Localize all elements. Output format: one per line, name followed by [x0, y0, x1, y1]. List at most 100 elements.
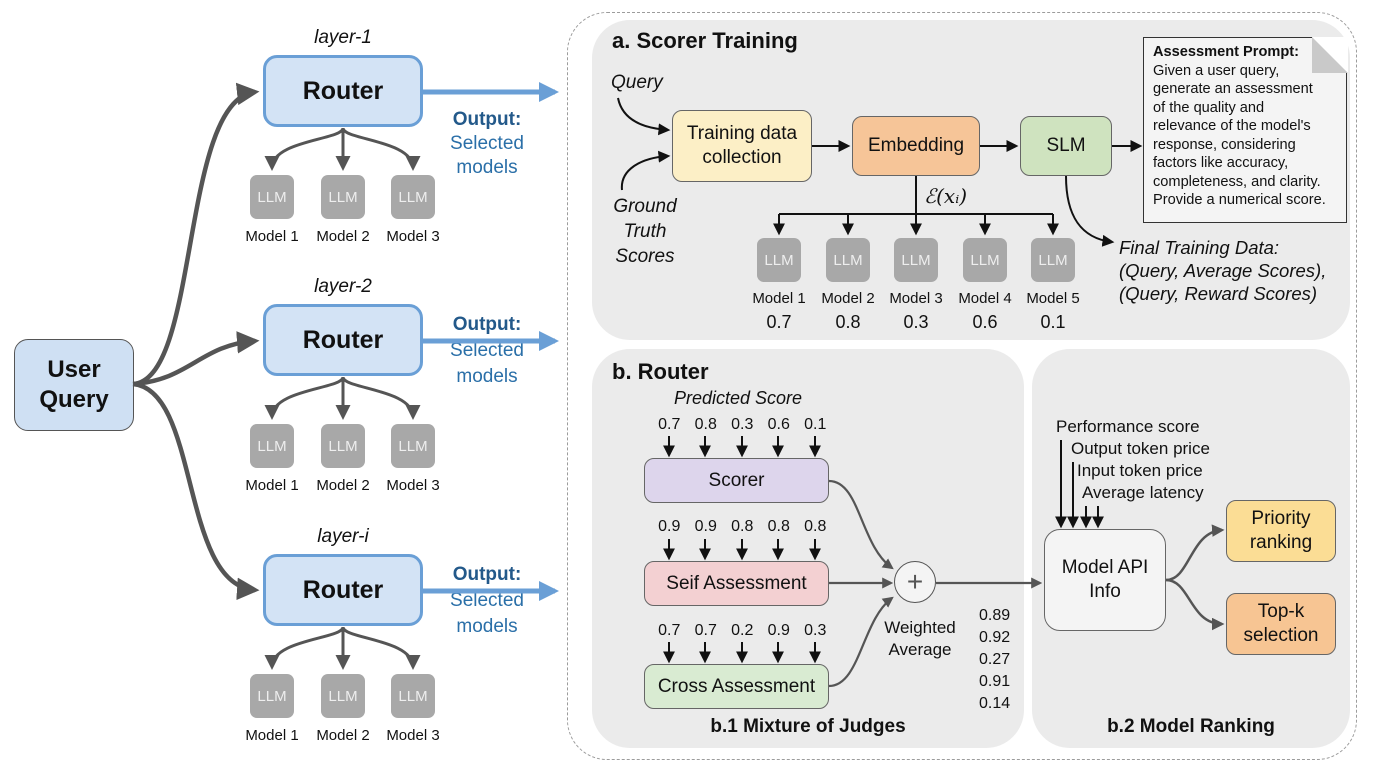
model-ranking-title: b.2 Model Ranking — [1107, 716, 1275, 737]
weighted-value: 0.14 — [979, 695, 1011, 712]
scorer-judge-box: Scorer — [644, 458, 829, 503]
weighted-average-label: Weighted Average — [876, 617, 964, 661]
router-section-title: b. Router — [612, 359, 709, 384]
score-value: 0.8 — [767, 518, 790, 535]
model-label: Model 1 — [245, 477, 299, 494]
weighted-line: Average — [888, 640, 952, 659]
weighted-value: 0.92 — [979, 629, 1011, 646]
router-box-layer-2: Router — [263, 304, 423, 376]
llm-chip: LLM — [250, 175, 294, 219]
topk-line: Top-k — [1257, 601, 1305, 622]
model-label: Model 2 — [316, 727, 370, 744]
output-line2: models — [456, 616, 518, 637]
llm-chip: LLM — [391, 175, 435, 219]
api-box-line: Model API — [1061, 557, 1149, 578]
user-query-line2: Query — [39, 386, 109, 413]
model-label: Model 2 — [316, 228, 370, 245]
layer-label-1: layer-1 — [314, 27, 372, 48]
router-box-layer-i: Router — [263, 554, 423, 626]
page-fold-icon — [1311, 36, 1348, 73]
output-line1: Selected — [450, 590, 524, 611]
score-value: 0.8 — [731, 518, 754, 535]
llm-chip: LLM — [321, 424, 365, 468]
weighted-value: 0.89 — [979, 607, 1011, 624]
model-score: 0.7 — [766, 312, 792, 332]
weighted-value: 0.91 — [979, 673, 1011, 690]
llm-chip: LLM — [391, 424, 435, 468]
model-api-info-box: Model API Info — [1044, 529, 1166, 631]
model-label: Model 1 — [245, 228, 299, 245]
priority-line: Priority — [1251, 508, 1311, 529]
scorer-scores: 0.7 0.8 0.3 0.6 0.1 — [651, 416, 834, 434]
final-training-line: Final Training Data: — [1119, 237, 1280, 258]
scorer-training-title: a. Scorer Training — [612, 28, 798, 53]
user-query-line1: User — [47, 356, 101, 383]
final-training-line: (Query, Average Scores), — [1119, 260, 1327, 281]
output-label-layer-i: Output: Selected models — [432, 562, 542, 640]
model-label: Model 3 — [889, 290, 943, 307]
prompt-line: Provide a numerical score. — [1153, 192, 1326, 208]
score-value: 0.7 — [658, 416, 681, 433]
output-title: Output: — [452, 564, 522, 585]
training-box-line: Training data — [686, 123, 798, 144]
ranking-input-performance: Performance score — [1056, 417, 1200, 436]
score-value: 0.9 — [694, 518, 717, 535]
cross-assessment-judge-box: Cross Assessment — [644, 664, 829, 709]
output-label-layer-1: Output: Selected models — [432, 108, 542, 180]
output-title: Output: — [452, 314, 522, 335]
training-data-collection-box: Training data collection — [672, 110, 812, 182]
prompt-line: factors like accuracy, — [1153, 155, 1289, 171]
model-score: 0.6 — [972, 312, 998, 332]
weighted-values: 0.89 0.92 0.27 0.91 0.14 — [979, 605, 1010, 715]
cross-assessment-scores: 0.7 0.7 0.2 0.9 0.3 — [651, 622, 834, 640]
model-label: Model 5 — [1026, 290, 1080, 307]
llm-chip: LLM — [757, 238, 801, 282]
score-value: 0.3 — [731, 416, 754, 433]
llm-chip: LLM — [250, 424, 294, 468]
model-label: Model 1 — [752, 290, 806, 307]
score-value: 0.3 — [804, 622, 827, 639]
arrow-to-router-2 — [132, 331, 260, 387]
llm-chip: LLM — [321, 175, 365, 219]
self-assessment-scores: 0.9 0.9 0.8 0.8 0.8 — [651, 518, 834, 536]
ranking-input-input-price: Input token price — [1077, 461, 1203, 480]
embedding-box: Embedding — [852, 116, 980, 176]
prompt-line: of the quality and — [1153, 99, 1265, 116]
weighted-value: 0.27 — [979, 651, 1011, 668]
prompt-line: generate an assessment — [1153, 81, 1313, 97]
model-label: Model 2 — [821, 290, 875, 307]
output-line2: models — [456, 157, 518, 178]
llm-chip: LLM — [826, 238, 870, 282]
mixture-of-judges-title: b.1 Mixture of Judges — [710, 716, 906, 737]
api-box-line: Info — [1089, 581, 1121, 602]
self-assessment-judge-box: Seif Assessment — [644, 561, 829, 606]
score-value: 0.8 — [804, 518, 827, 535]
llm-chip: LLM — [391, 674, 435, 718]
score-value: 0.7 — [694, 622, 717, 639]
sum-plus-icon: + — [894, 561, 936, 603]
ranking-input-latency: Average latency — [1082, 483, 1204, 502]
model-label: Model 2 — [316, 477, 370, 494]
ranking-input-output-price: Output token price — [1071, 439, 1210, 458]
assessment-prompt-note: Assessment Prompt: Given a user query, g… — [1143, 36, 1348, 223]
model-score: 0.3 — [903, 312, 929, 332]
router-box-layer-1: Router — [263, 55, 423, 127]
llm-chip: LLM — [894, 238, 938, 282]
model-label: Model 3 — [386, 727, 440, 744]
model-label: Model 4 — [958, 290, 1012, 307]
ground-truth-line: Ground — [613, 196, 677, 217]
priority-ranking-box: Priority ranking — [1226, 500, 1336, 562]
weighted-line: Weighted — [884, 618, 956, 637]
prompt-line: relevance of the model's — [1153, 118, 1311, 134]
slm-box: SLM — [1020, 116, 1112, 176]
model-score: 0.1 — [1040, 312, 1066, 332]
ground-truth-line: Scores — [615, 246, 675, 267]
priority-line: ranking — [1249, 532, 1313, 553]
llm-chip: LLM — [1031, 238, 1075, 282]
training-box-line: collection — [702, 147, 782, 168]
assessment-prompt-title: Assessment Prompt: — [1153, 44, 1299, 60]
output-line1: Selected — [450, 340, 524, 361]
model-label: Model 1 — [245, 727, 299, 744]
user-query-arrows — [132, 82, 260, 600]
